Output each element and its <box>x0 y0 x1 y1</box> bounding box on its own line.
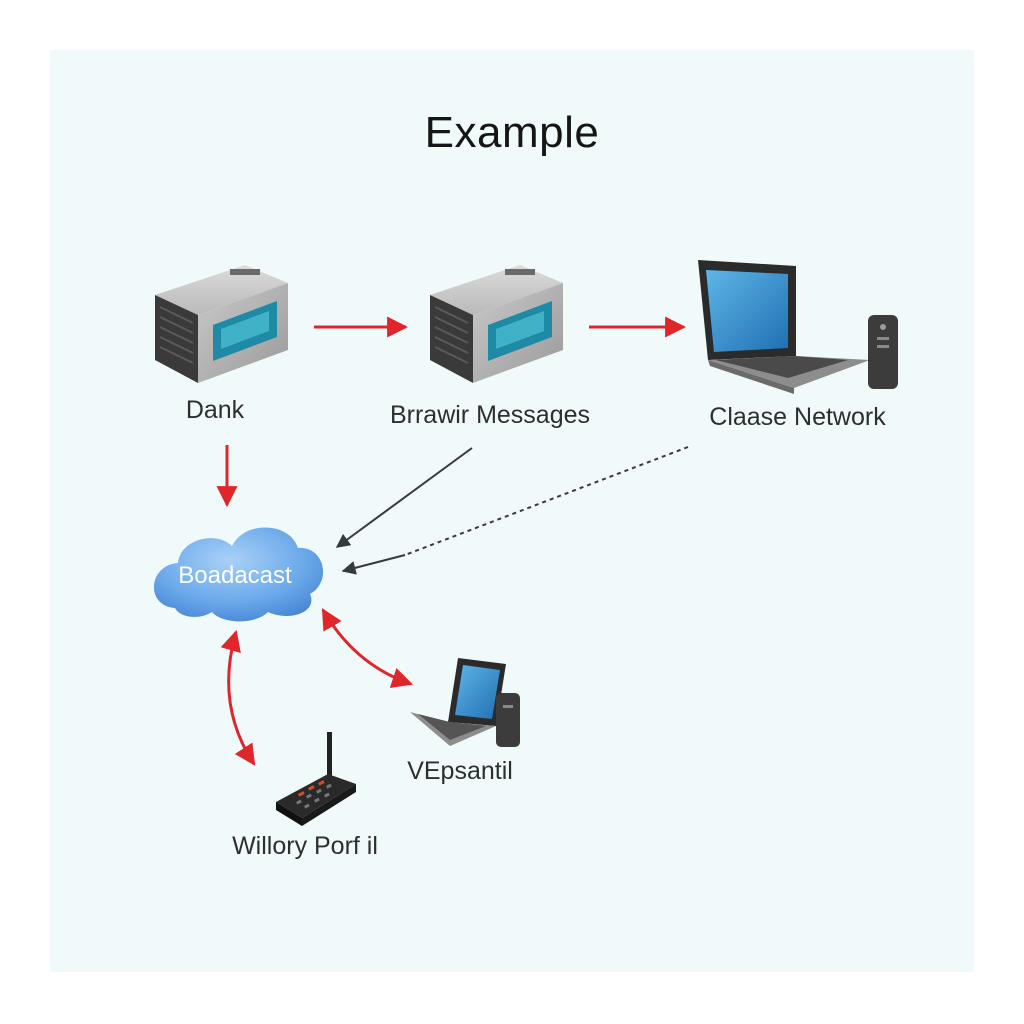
node-label-willory: Willory Porf il <box>232 832 378 860</box>
node-label-claase: Claase Network <box>709 403 886 431</box>
remote-device-icon <box>868 315 898 389</box>
dashed-line-claase <box>404 446 689 556</box>
server-icon <box>430 265 563 383</box>
arrow-broadcast-willory <box>220 629 256 766</box>
diagram-title: Example <box>424 108 600 157</box>
laptop-icon <box>410 658 506 746</box>
node-label-brawir: Brrawir Messages <box>389 401 591 429</box>
node-label-dank: Dank <box>185 396 245 424</box>
arrow-claase-to-broadcast <box>341 554 406 575</box>
remote-device-icon <box>496 693 520 747</box>
node-label-broadcast: Boadacast <box>178 562 292 589</box>
arrow-brawir-to-broadcast <box>335 447 473 548</box>
node-label-vepsantil: VEpsantil <box>407 757 513 785</box>
server-icon <box>155 265 288 383</box>
diagram-background <box>50 50 974 972</box>
cloud-icon <box>153 527 324 622</box>
radio-handset-icon <box>276 732 356 826</box>
arrow-broadcast-vepsantil <box>321 608 413 688</box>
laptop-icon <box>698 260 870 394</box>
